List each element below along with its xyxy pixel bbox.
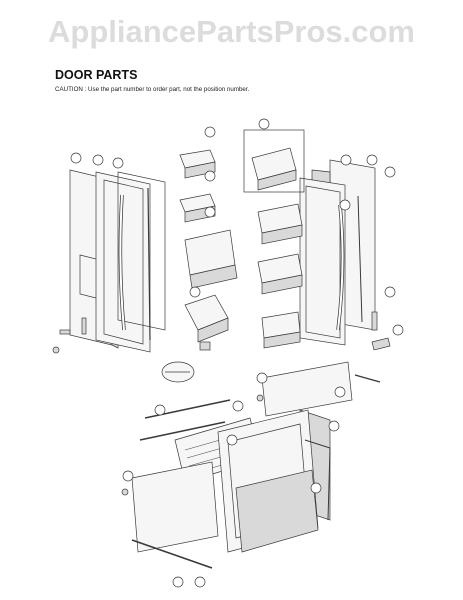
freezer-drawer-assembly [121, 361, 353, 569]
position-labels [70, 118, 404, 588]
door-bins [179, 129, 305, 349]
right-door [299, 159, 391, 383]
watermark: AppliancePartsPros.com [48, 14, 415, 49]
caution-note: CAUTION : Use the part number to order p… [55, 86, 250, 93]
page-title: DOOR PARTS [55, 68, 138, 82]
dispenser-parts [161, 294, 229, 383]
left-door [52, 169, 166, 354]
